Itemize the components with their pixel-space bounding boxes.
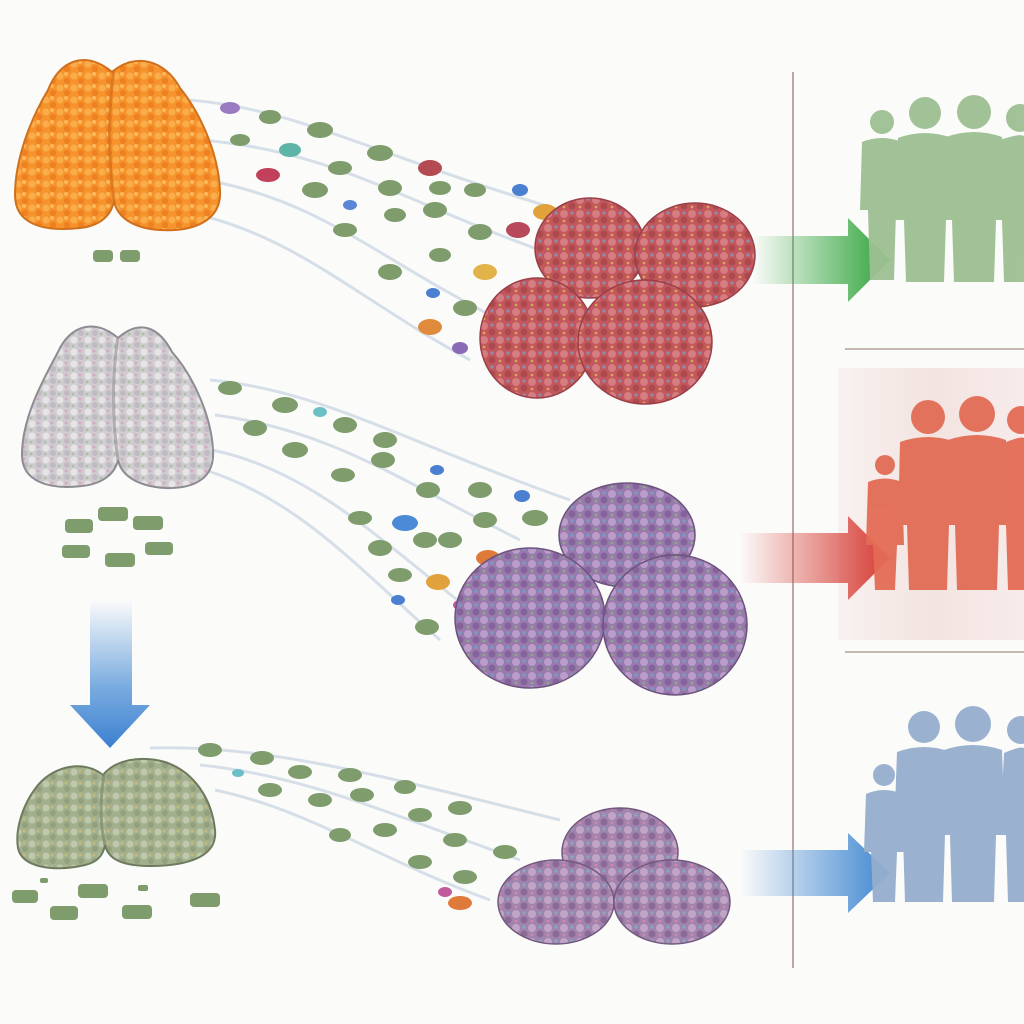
people-group-icon [866,396,1024,590]
arrow-right-icon [740,833,890,913]
people-group-icon [860,95,1024,282]
gland-icon [13,59,222,232]
row-2 [20,325,1024,696]
people-blue [864,706,1024,902]
arrow-red [740,516,890,600]
arrow-down-icon [70,600,150,748]
cell-cluster-violet [497,807,731,945]
gland-icon [16,757,217,870]
cell-cluster-red [479,197,756,405]
people-group-icon [864,706,1024,902]
row-3 [12,706,1024,945]
granules-below-gland-1 [93,250,140,262]
arrow-green [752,218,890,302]
arrow-right-icon [752,218,890,302]
cell-cluster-purple [454,482,748,696]
granules-below-gland-2 [62,507,173,567]
gland-faded [20,325,215,567]
people-green [860,95,1024,282]
granules-below-gland-3 [12,878,220,920]
row-1 [13,59,1024,405]
gland-green [12,757,220,920]
granules-row-1 [220,102,557,354]
gland-healthy [13,59,222,262]
granules-row-3 [198,743,517,910]
gland-icon [20,325,215,490]
arrow-blue [740,833,890,913]
arrow-down [70,600,150,748]
people-red [866,396,1024,590]
arrow-right-icon [740,516,890,600]
